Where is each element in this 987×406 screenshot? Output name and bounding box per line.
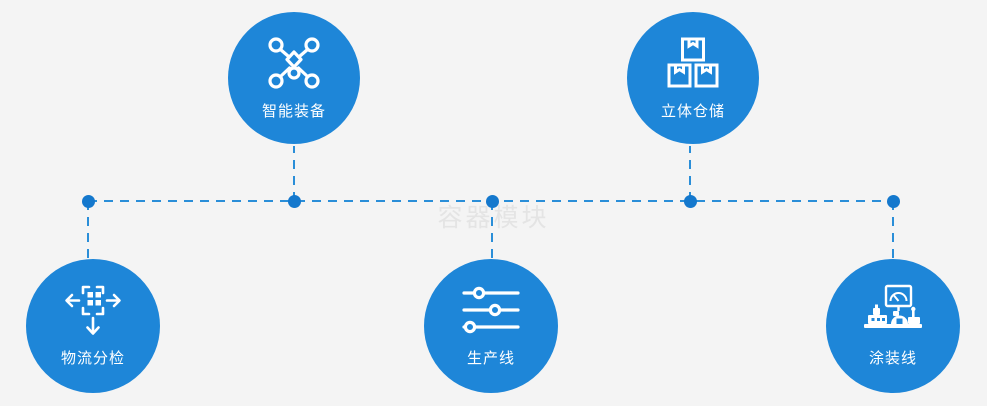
node-label-intelligent-equipment: 智能装备 — [261, 103, 326, 120]
sliders-icon — [462, 279, 520, 341]
node-intelligent-equipment[interactable]: 智能装备 — [228, 12, 360, 144]
node-dot-intelligent-equipment[interactable] — [288, 195, 301, 208]
machinery-monitor-icon — [862, 279, 924, 341]
node-painting-line[interactable]: 涂装线 — [826, 259, 960, 393]
network-nodes-icon — [266, 32, 322, 94]
stacked-boxes-icon — [666, 32, 720, 94]
sorting-arrows-icon — [64, 279, 122, 341]
node-label-painting-line: 涂装线 — [868, 350, 917, 367]
node-dot-production-line[interactable] — [486, 195, 499, 208]
node-dot-logistics-sorting[interactable] — [82, 195, 95, 208]
node-dot-painting-line[interactable] — [887, 195, 900, 208]
node-logistics-sorting[interactable]: 物流分检 — [26, 259, 160, 393]
node-label-stereoscopic-warehouse: 立体仓储 — [660, 103, 725, 120]
node-stereoscopic-warehouse[interactable]: 立体仓储 — [627, 12, 759, 144]
node-label-logistics-sorting: 物流分检 — [60, 350, 125, 367]
node-label-production-line: 生产线 — [466, 350, 515, 367]
node-dot-stereoscopic-warehouse[interactable] — [684, 195, 697, 208]
node-production-line[interactable]: 生产线 — [424, 259, 558, 393]
